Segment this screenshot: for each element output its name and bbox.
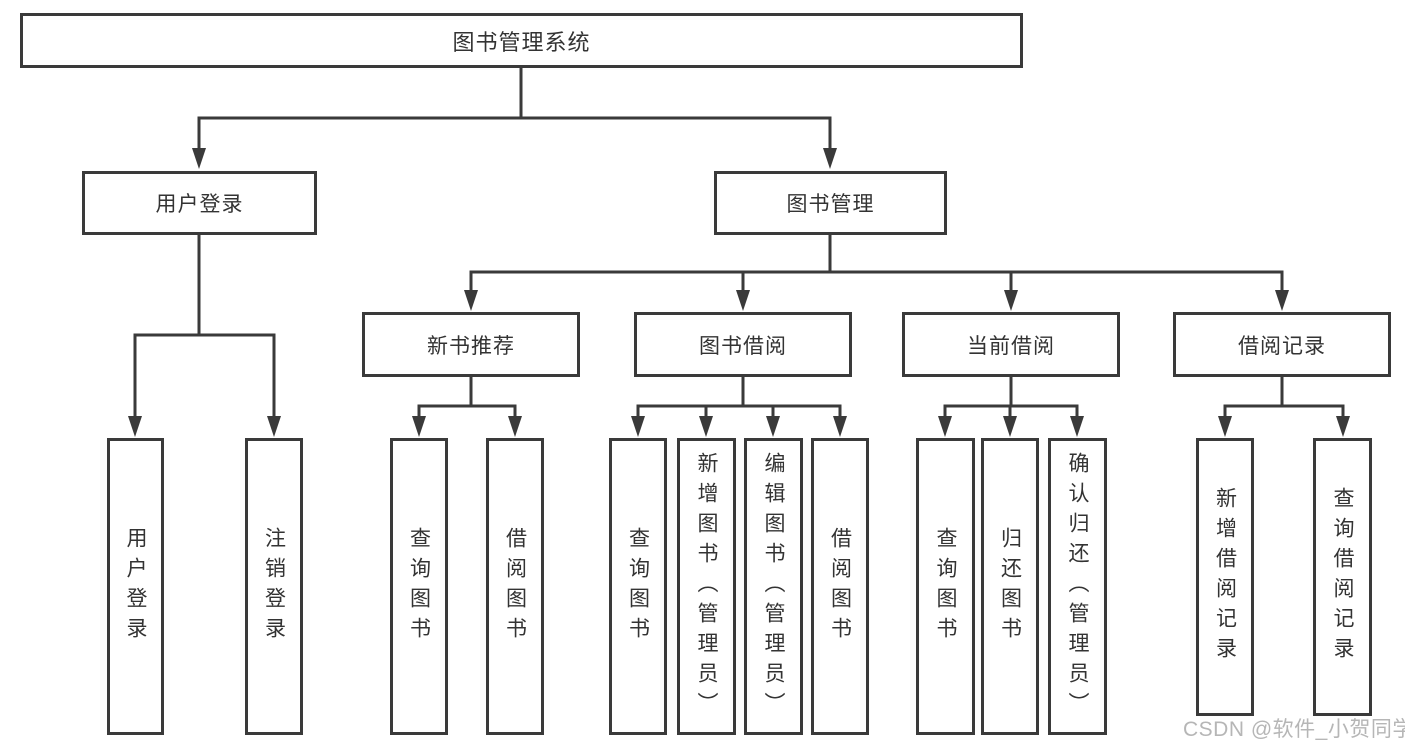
leaf-confirm-return-admin-label: 确认归还（管理员） xyxy=(1066,451,1089,722)
leaf-confirm-return-admin: 确认归还（管理员） xyxy=(1048,438,1107,735)
node-current-borrowing: 当前借阅 xyxy=(902,312,1120,377)
leaf-query-books-current: 查询图书 xyxy=(916,438,975,735)
leaf-logout-label: 注销登录 xyxy=(262,526,286,647)
connector-borrowing-to-leaves xyxy=(631,375,847,437)
node-current-borrowing-label: 当前借阅 xyxy=(967,334,1055,358)
leaf-borrow-books-label: 借阅图书 xyxy=(828,526,852,647)
leaf-edit-books-admin: 编辑图书（管理员） xyxy=(744,438,803,735)
leaf-query-books-current-label: 查询图书 xyxy=(934,526,957,647)
leaf-return-books-label: 归还图书 xyxy=(998,526,1022,647)
leaf-user-login: 用户登录 xyxy=(107,438,164,735)
node-book-management: 图书管理 xyxy=(714,171,947,235)
leaf-add-borrow-record: 新增借阅记录 xyxy=(1196,438,1254,716)
node-new-book-recommendation-label: 新书推荐 xyxy=(427,334,515,358)
leaf-add-books-admin: 新增图书（管理员） xyxy=(677,438,736,735)
leaf-query-borrow-record-label: 查询借阅记录 xyxy=(1331,487,1354,667)
leaf-borrow-books-recommend-label: 借阅图书 xyxy=(503,526,527,647)
node-user-login-label: 用户登录 xyxy=(155,193,244,216)
leaf-borrow-books: 借阅图书 xyxy=(811,438,869,735)
connector-newbooks-to-leaves xyxy=(412,375,522,437)
leaf-query-books-borrowing: 查询图书 xyxy=(609,438,667,735)
leaf-query-borrow-record: 查询借阅记录 xyxy=(1313,438,1372,716)
node-book-borrowing-label: 图书借阅 xyxy=(699,334,787,358)
connector-records-to-leaves xyxy=(1218,375,1350,437)
node-user-login: 用户登录 xyxy=(82,171,317,235)
leaf-add-borrow-record-label: 新增借阅记录 xyxy=(1213,487,1237,667)
leaf-query-books-borrowing-label: 查询图书 xyxy=(626,526,650,647)
connector-userlogin-to-leaves xyxy=(128,233,281,437)
node-new-book-recommendation: 新书推荐 xyxy=(362,312,580,377)
connector-root-to-level2 xyxy=(192,66,837,169)
leaf-logout: 注销登录 xyxy=(245,438,303,735)
node-book-management-label: 图书管理 xyxy=(786,193,875,216)
leaf-borrow-books-recommend: 借阅图书 xyxy=(486,438,544,735)
leaf-query-books-recommend: 查询图书 xyxy=(390,438,448,735)
leaf-add-books-admin-label: 新增图书（管理员） xyxy=(695,451,718,722)
node-book-borrowing: 图书借阅 xyxy=(634,312,852,377)
leaf-edit-books-admin-label: 编辑图书（管理员） xyxy=(762,451,785,722)
node-borrowing-records: 借阅记录 xyxy=(1173,312,1391,377)
node-library-management-system: 图书管理系统 xyxy=(20,13,1023,68)
csdn-watermark: CSDN @软件_小贺同学 xyxy=(1183,718,1405,741)
leaf-query-books-recommend-label: 查询图书 xyxy=(407,526,431,647)
connector-current-to-leaves xyxy=(938,375,1084,437)
connector-bookmgmt-to-level3 xyxy=(464,233,1289,311)
leaf-return-books: 归还图书 xyxy=(981,438,1039,735)
leaf-user-login-label: 用户登录 xyxy=(124,526,147,647)
node-borrowing-records-label: 借阅记录 xyxy=(1238,334,1326,358)
node-library-management-system-label: 图书管理系统 xyxy=(452,29,591,55)
